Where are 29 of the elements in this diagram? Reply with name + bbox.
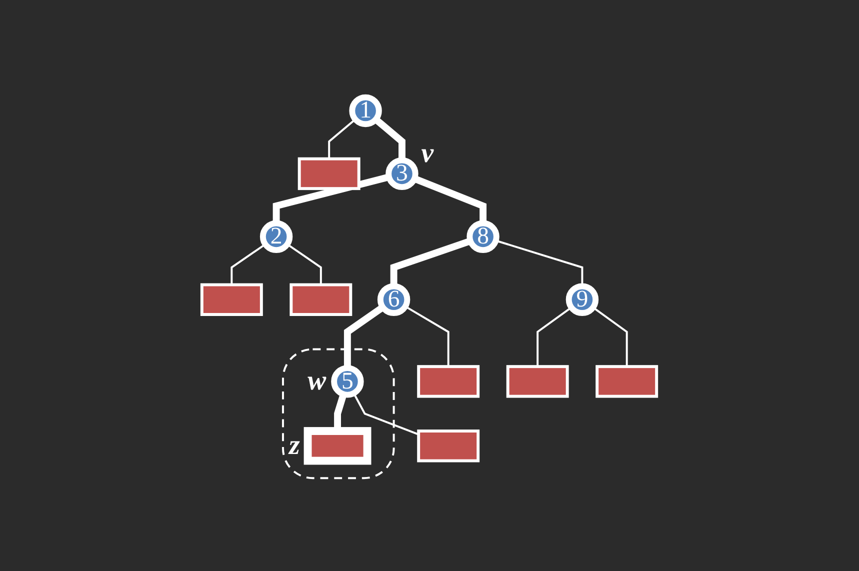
node-annotation: z: [289, 430, 300, 461]
node-circle: 8: [466, 220, 500, 254]
cluster: [282, 348, 396, 480]
node-circle: 5: [331, 365, 364, 398]
connector: [344, 304, 386, 368]
node-annotation: v: [422, 138, 434, 169]
node-box: [596, 365, 658, 398]
node-box: [417, 365, 480, 398]
node-box: [298, 157, 361, 190]
node-circle: 6: [378, 283, 410, 316]
connector: [328, 118, 356, 159]
connector: [353, 392, 420, 436]
node-annotation: w: [308, 365, 326, 396]
node-box: [506, 365, 570, 398]
node-circle: 2: [260, 220, 293, 254]
node-box: [200, 283, 264, 316]
connector: [536, 306, 572, 367]
connector: [287, 243, 322, 285]
connector: [592, 306, 628, 367]
connector: [390, 238, 472, 286]
connector: [405, 306, 450, 367]
node-box: [304, 427, 372, 465]
node-circle: 9: [566, 283, 599, 316]
node-box: [290, 283, 352, 316]
node-box: [417, 430, 480, 462]
connector: [374, 116, 406, 160]
node-circle: 1: [349, 94, 382, 128]
node-circle: 3: [386, 157, 419, 190]
connector: [413, 175, 487, 224]
